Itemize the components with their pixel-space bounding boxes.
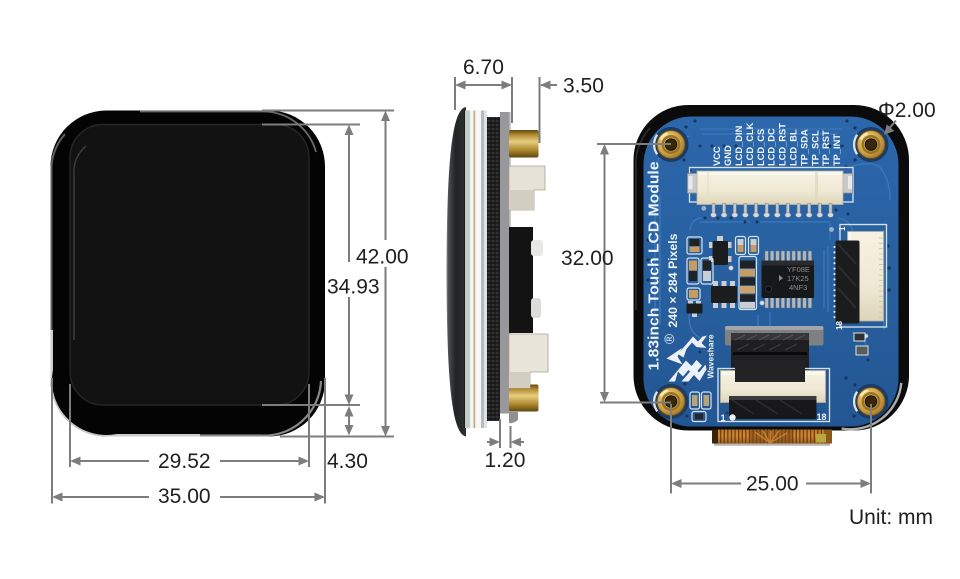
svg-text:35.00: 35.00	[158, 485, 211, 508]
svg-text:YF08E: YF08E	[787, 265, 810, 274]
svg-text:4NF3: 4NF3	[789, 283, 807, 292]
svg-text:Waveshare: Waveshare	[707, 334, 716, 379]
svg-text:®: ®	[662, 334, 677, 344]
svg-text:25.00: 25.00	[746, 473, 799, 496]
svg-text:4.30: 4.30	[327, 450, 368, 473]
svg-text:LCD_CS: LCD_CS	[756, 129, 766, 166]
svg-text:18: 18	[817, 412, 827, 422]
svg-text:TP_RST: TP_RST	[821, 130, 831, 166]
svg-text:Φ2.00: Φ2.00	[878, 99, 936, 122]
svg-text:1: 1	[838, 226, 847, 231]
svg-text:TP_SDA: TP_SDA	[799, 129, 809, 166]
svg-text:VCC: VCC	[712, 146, 722, 166]
svg-text:18: 18	[835, 321, 844, 330]
svg-text:TP_INT: TP_INT	[832, 134, 842, 166]
svg-text:TP_SCL: TP_SCL	[810, 130, 820, 166]
svg-text:LCD_BL: LCD_BL	[789, 129, 799, 166]
svg-text:3.50: 3.50	[563, 75, 604, 98]
svg-text:Unit: mm: Unit: mm	[849, 506, 933, 529]
svg-text:LCD_CLK: LCD_CLK	[745, 122, 755, 166]
svg-text:240 × 284 Pixels: 240 × 284 Pixels	[666, 233, 680, 327]
svg-text:GND: GND	[723, 145, 733, 166]
svg-text:6.70: 6.70	[463, 56, 504, 79]
svg-text:34.93: 34.93	[327, 276, 380, 299]
svg-text:1.20: 1.20	[485, 449, 526, 472]
svg-text:LCD_DIN: LCD_DIN	[734, 125, 744, 166]
svg-text:17K25: 17K25	[787, 274, 809, 283]
svg-text:29.52: 29.52	[158, 450, 211, 473]
svg-text:32.00: 32.00	[561, 247, 614, 270]
svg-text:42.00: 42.00	[356, 246, 409, 269]
svg-text:LCD_RST: LCD_RST	[778, 123, 788, 166]
svg-text:1.83inch Touch LCD Module: 1.83inch Touch LCD Module	[646, 162, 663, 371]
svg-text:LCD_DC: LCD_DC	[767, 128, 777, 166]
svg-text:1: 1	[721, 413, 726, 423]
